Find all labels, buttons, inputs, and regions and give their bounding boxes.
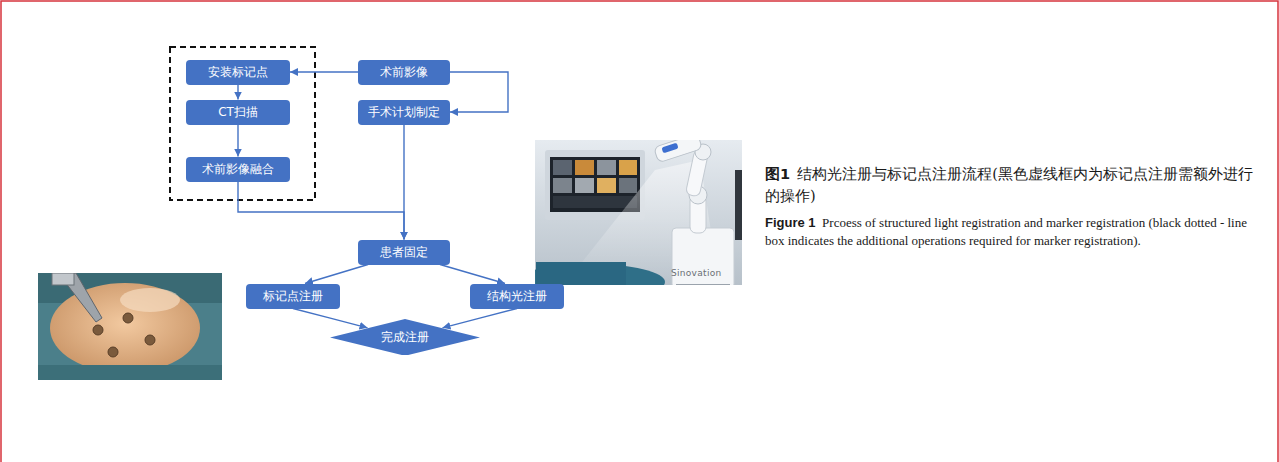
- flow-arrow: [403, 125, 404, 240]
- node-label: 标记点注册: [263, 289, 323, 303]
- node-label: 术前影像: [380, 65, 428, 79]
- flow-arrow: [443, 309, 518, 328]
- node-label: 患者固定: [380, 245, 428, 259]
- patient-photo: [38, 273, 222, 380]
- dashed-group-box: [170, 47, 315, 200]
- process-box: CT扫描: [186, 100, 290, 125]
- figure-number: Figure 1: [765, 215, 816, 230]
- caption-text: 结构光注册与标记点注册流程(黑色虚线框内为标记点注册需额外进行的操作): [765, 166, 1253, 204]
- process-box: 术前影像: [358, 60, 450, 85]
- process-box: 患者固定: [358, 240, 450, 265]
- flow-arrow: [237, 85, 238, 100]
- caption-text: Prcoess of structured light registration…: [765, 215, 1247, 248]
- node-label: 安装标记点: [208, 65, 268, 79]
- diamond-shape: [330, 319, 480, 356]
- flow-arrow: [440, 265, 505, 284]
- node-label: 手术计划制定: [368, 105, 440, 119]
- robot-photo: [535, 140, 742, 285]
- flow-arrow: [293, 309, 368, 328]
- process-box: 标记点注册: [246, 284, 340, 309]
- figure-number: 图1: [765, 166, 790, 182]
- node-label: 完成注册: [381, 330, 429, 344]
- terminal-diamond: 完成注册: [330, 319, 480, 356]
- process-box: 手术计划制定: [358, 100, 450, 125]
- node-label: 术前影像融合: [202, 162, 274, 176]
- caption-block: Figure 1Prcoess of structured light regi…: [765, 214, 1253, 251]
- node-label: CT扫描: [218, 105, 258, 119]
- flow-arrow: [290, 71, 358, 72]
- caption-block: 图1结构光注册与标记点注册流程(黑色虚线框内为标记点注册需额外进行的操作): [765, 164, 1253, 208]
- flow-arrow: [237, 125, 238, 157]
- node-label: 结构光注册: [487, 289, 547, 303]
- logo-text: Sinovation: [671, 268, 722, 278]
- flow-arrow: [450, 72, 508, 112]
- flow-arrow: [238, 182, 404, 240]
- process-box: 安装标记点: [186, 60, 290, 85]
- process-box: 结构光注册: [470, 284, 564, 309]
- flow-arrow: [305, 265, 368, 284]
- process-box: 术前影像融合: [186, 157, 290, 182]
